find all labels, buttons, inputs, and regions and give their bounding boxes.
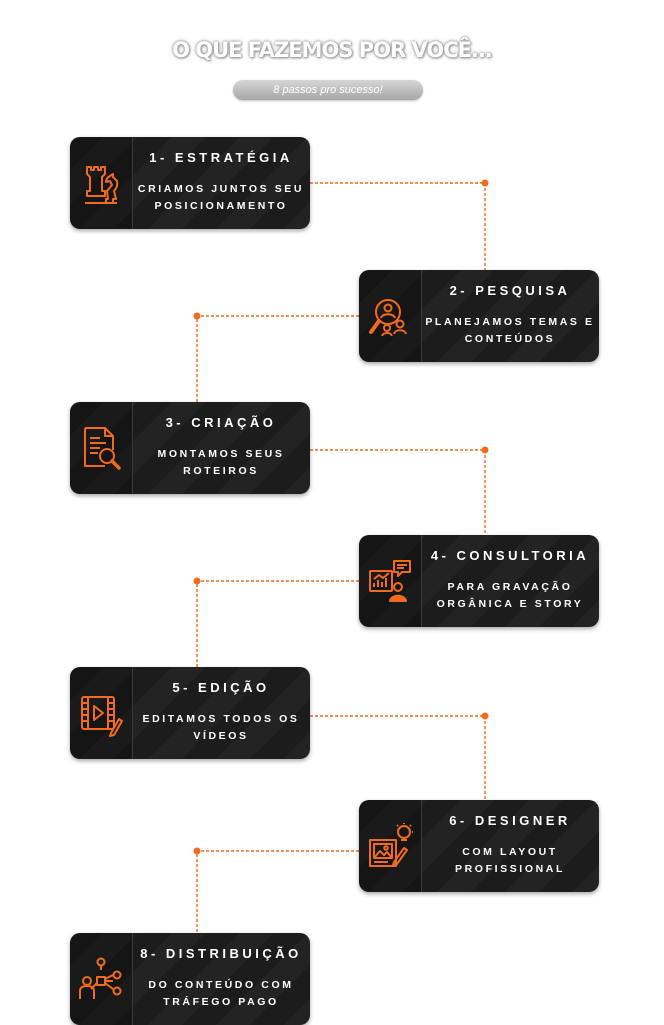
chess-icon xyxy=(85,166,119,204)
step-desc-line: ORGÂNICA E STORY xyxy=(436,598,584,610)
step-card-distribuicao: 8- DISTRIBUIÇÃO DO CONTEÚDO COM TRÁFEGO … xyxy=(70,933,310,1025)
step-desc-line: EDITAMOS TODOS OS xyxy=(142,713,300,725)
step-desc-line: PARA GRAVAÇÃO xyxy=(447,581,573,593)
step-desc-line: CRIAMOS JUNTOS SEU xyxy=(137,183,305,195)
step-card-edicao: 5- EDIÇÃO EDITAMOS TODOS OS VÍDEOS xyxy=(70,667,310,759)
step-desc-line: PROFISSIONAL xyxy=(455,863,565,875)
step-title: 1- ESTRATÉGIA xyxy=(149,150,293,165)
consulting-icon xyxy=(369,560,411,602)
step-description: CRIAMOS JUNTOS SEU POSICIONAMENTO xyxy=(132,181,310,215)
step-icon-wrap xyxy=(359,800,422,892)
step-title: 6- DESIGNER xyxy=(449,813,571,828)
step-title: 3- CRIAÇÃO xyxy=(165,415,277,430)
step-desc-line: MONTAMOS SEUS xyxy=(157,448,285,460)
step-card-criacao: 3- CRIAÇÃO MONTAMOS SEUS ROTEIROS xyxy=(70,402,310,494)
step-desc-line: VÍDEOS xyxy=(193,730,249,742)
step-card-consultoria: 4- CONSULTORIA PARA GRAVAÇÃO ORGÂNICA E … xyxy=(359,535,599,627)
step-icon-wrap xyxy=(70,667,133,759)
step-title: 2- PESQUISA xyxy=(449,283,571,298)
step-desc-line: COM LAYOUT xyxy=(462,846,558,858)
step-card-estrategia: 1- ESTRATÉGIA CRIAMOS JUNTOS SEU POSICIO… xyxy=(70,137,310,229)
step-description: MONTAMOS SEUS ROTEIROS xyxy=(132,446,310,480)
step-desc-line: PLANEJAMOS TEMAS E xyxy=(425,316,595,328)
step-title: 8- DISTRIBUIÇÃO xyxy=(140,946,302,961)
step-card-designer: 6- DESIGNER COM LAYOUT PROFISSIONAL xyxy=(359,800,599,892)
step-icon-wrap xyxy=(359,270,422,362)
step-icon-wrap xyxy=(70,933,133,1025)
step-card-pesquisa: 2- PESQUISA PLANEJAMOS TEMAS E CONTEÚDOS xyxy=(359,270,599,362)
step-desc-line: ROTEIROS xyxy=(183,465,259,477)
step-icon-wrap xyxy=(70,137,133,229)
step-description: PARA GRAVAÇÃO ORGÂNICA E STORY xyxy=(421,579,599,613)
step-icon-wrap xyxy=(70,402,133,494)
step-description: DO CONTEÚDO COM TRÁFEGO PAGO xyxy=(132,977,310,1011)
step-title: 4- CONSULTORIA xyxy=(430,548,590,563)
step-description: EDITAMOS TODOS OS VÍDEOS xyxy=(132,711,310,745)
step-desc-line: POSICIONAMENTO xyxy=(154,200,288,212)
step-description: COM LAYOUT PROFISSIONAL xyxy=(421,844,599,878)
step-icon-wrap xyxy=(359,535,422,627)
page-title: O QUE FAZEMOS POR VOCÊ... xyxy=(172,38,493,62)
subtitle-pill: 8 passos pro sucesso! xyxy=(233,80,423,100)
step-desc-line: DO CONTEÚDO COM xyxy=(148,979,294,991)
step-description: PLANEJAMOS TEMAS E CONTEÚDOS xyxy=(421,314,599,348)
document-search-icon xyxy=(84,427,121,470)
research-icon xyxy=(369,299,407,337)
step-desc-line: TRÁFEGO PAGO xyxy=(163,996,279,1008)
design-icon xyxy=(369,823,413,867)
video-edit-icon xyxy=(81,696,123,737)
distribution-icon xyxy=(79,957,122,999)
step-title: 5- EDIÇÃO xyxy=(172,680,270,695)
step-desc-line: CONTEÚDOS xyxy=(464,333,556,345)
